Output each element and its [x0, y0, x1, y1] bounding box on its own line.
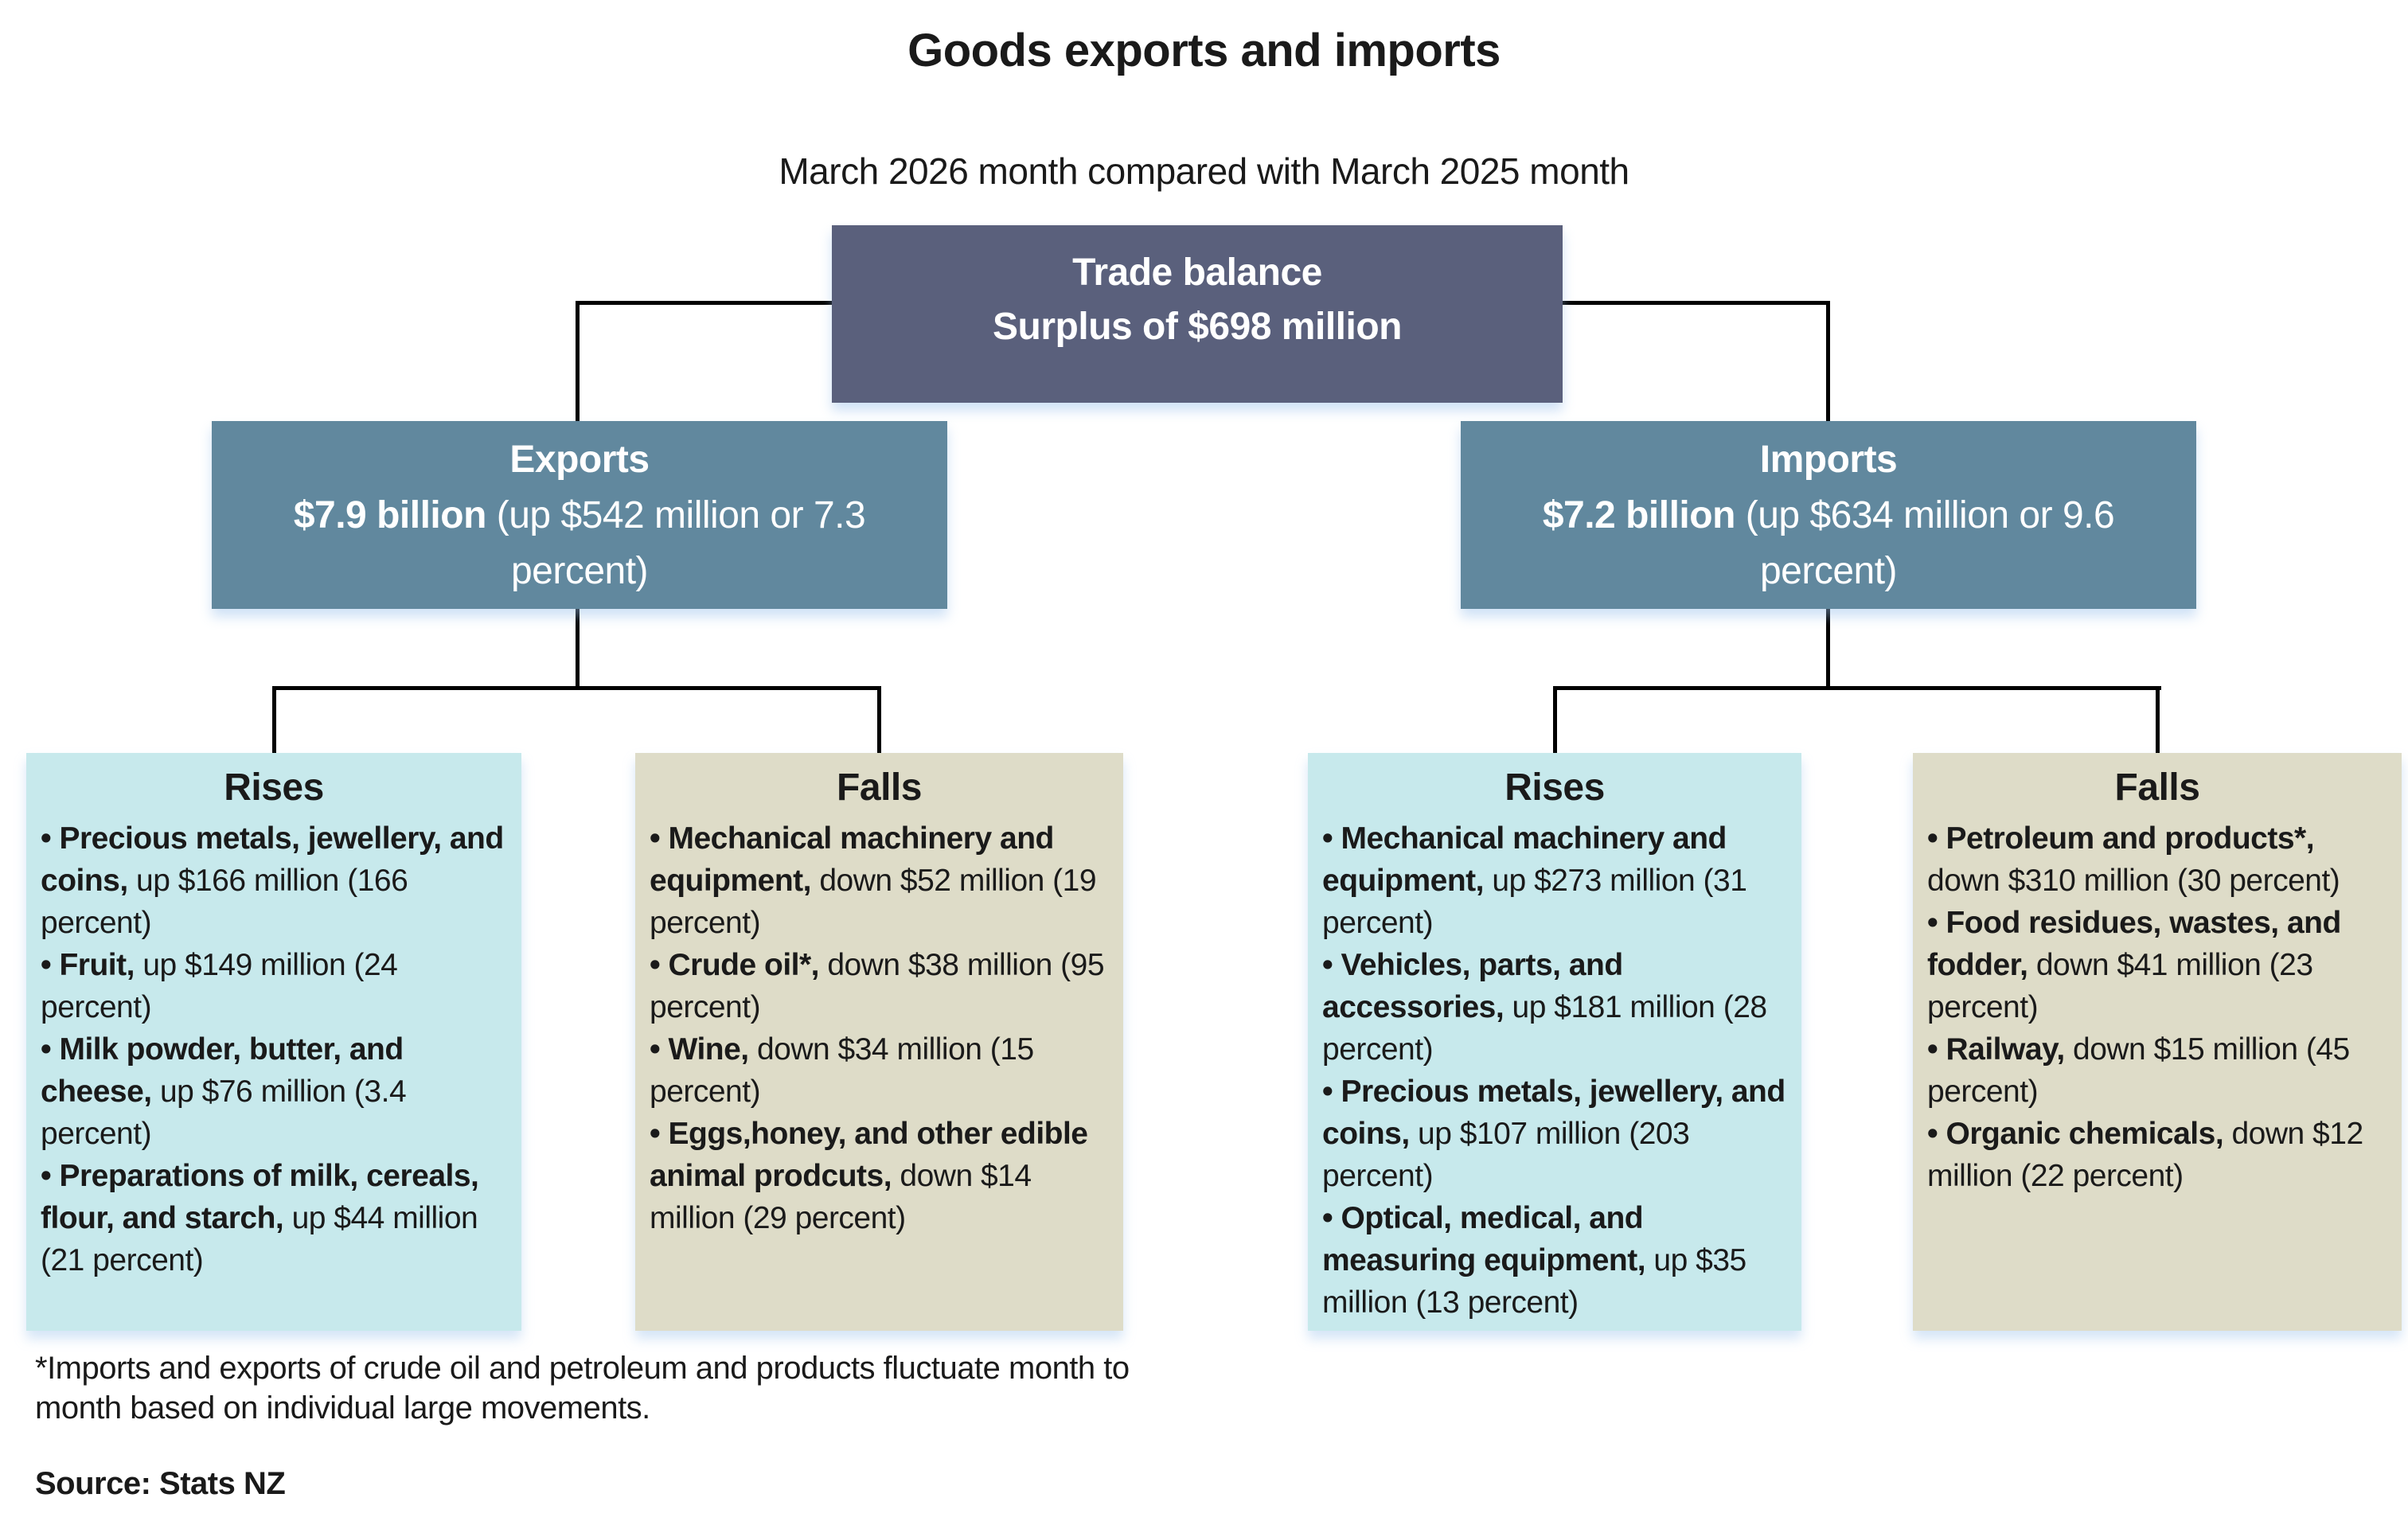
connector-imports-split	[1553, 686, 2161, 690]
exports-rises-node: Rises • Precious metals, jewellery, and …	[26, 753, 521, 1331]
exports-detail: $7.9 billion (up $542 million or 7.3 per…	[212, 488, 947, 599]
item-name: • Optical, medical, and measuring equipm…	[1322, 1201, 1646, 1277]
imports-falls-list: • Petroleum and products*, down $310 mil…	[1927, 817, 2387, 1197]
imports-amount: $7.2 billion	[1542, 494, 1736, 536]
list-item: • Precious metals, jewellery, and coins,…	[1322, 1071, 1787, 1197]
exports-falls-node: Falls • Mechanical machinery and equipme…	[635, 753, 1123, 1331]
item-name: • Wine,	[650, 1032, 749, 1067]
source-credit: Source: Stats NZ	[35, 1466, 286, 1501]
imports-falls-node: Falls • Petroleum and products*, down $3…	[1913, 753, 2402, 1331]
connector-exports-drop	[576, 301, 580, 421]
item-name: • Precious metals, jewellery, and coins,	[1322, 1075, 1786, 1151]
item-detail: down $15 million (45 percent)	[1927, 1032, 2350, 1109]
trade-balance-value: Surplus of $698 million	[993, 306, 1402, 348]
item-name: • Eggs,honey, and other edible animal pr…	[650, 1117, 1088, 1193]
item-name: • Mechanical machinery and equipment,	[650, 821, 1054, 898]
exports-amount: $7.9 billion	[293, 494, 487, 536]
item-name: • Fruit,	[41, 948, 135, 982]
imports-change: (up $634 million or 9.6 percent)	[1735, 494, 2115, 592]
list-item: • Optical, medical, and measuring equipm…	[1322, 1197, 1787, 1324]
item-name: • Preparations of milk, cereals, flour, …	[41, 1159, 479, 1235]
imports-falls-header: Falls	[2114, 766, 2200, 809]
list-item: • Mechanical machinery and equipment, do…	[650, 817, 1109, 944]
trade-balance-title: Trade balance	[1072, 252, 1322, 294]
imports-rises-list: • Mechanical machinery and equipment, up…	[1322, 817, 1787, 1324]
item-name: • Food residues, wastes, and fodder,	[1927, 906, 2341, 982]
list-item: • Food residues, wastes, and fodder, dow…	[1927, 902, 2387, 1028]
item-name: • Mechanical machinery and equipment,	[1322, 821, 1727, 898]
imports-rises-node: Rises • Mechanical machinery and equipme…	[1308, 753, 1801, 1331]
item-name: • Railway,	[1927, 1032, 2065, 1067]
trade-balance-node: Trade balance Surplus of $698 million	[832, 225, 1563, 403]
imports-node: Imports $7.2 billion (up $634 million or…	[1461, 421, 2196, 609]
imports-title: Imports	[1759, 439, 1898, 481]
connector-imports-stem	[1826, 609, 1830, 688]
list-item: • Precious metals, jewellery, and coins,…	[41, 817, 507, 944]
item-detail: up $181 million (28 percent)	[1322, 990, 1767, 1067]
item-detail: down $38 million (95 percent)	[650, 948, 1105, 1024]
list-item: • Milk powder, butter, and cheese, up $7…	[41, 1028, 507, 1155]
exports-change: (up $542 million or 7.3 percent)	[486, 494, 866, 592]
list-item: • Eggs,honey, and other edible animal pr…	[650, 1113, 1109, 1239]
exports-rises-header: Rises	[224, 766, 324, 809]
item-detail: up $76 million (3.4 percent)	[41, 1075, 407, 1151]
item-name: • Precious metals, jewellery, and coins,	[41, 821, 504, 898]
imports-rises-header: Rises	[1505, 766, 1605, 809]
exports-rises-list: • Precious metals, jewellery, and coins,…	[41, 817, 507, 1281]
list-item: • Preparations of milk, cereals, flour, …	[41, 1155, 507, 1281]
connector-imports-rises-drop	[1553, 686, 1557, 753]
connector-root-to-exports-horizontal	[577, 301, 833, 305]
item-detail: down $310 million (30 percent)	[1927, 864, 2340, 898]
item-detail: up $35 million (13 percent)	[1322, 1243, 1746, 1320]
page-title: Goods exports and imports	[907, 25, 1501, 76]
exports-falls-list: • Mechanical machinery and equipment, do…	[650, 817, 1109, 1239]
list-item: • Crude oil*, down $38 million (95 perce…	[650, 944, 1109, 1028]
connector-exports-falls-drop	[877, 686, 881, 753]
connector-imports-drop	[1826, 301, 1830, 421]
exports-title: Exports	[509, 439, 650, 481]
item-name: • Organic chemicals,	[1927, 1117, 2224, 1151]
item-detail: down $41 million (23 percent)	[1927, 948, 2313, 1024]
list-item: • Fruit, up $149 million (24 percent)	[41, 944, 507, 1028]
page-subtitle: March 2026 month compared with March 202…	[779, 150, 1629, 192]
item-detail: down $14 million (29 percent)	[650, 1159, 1032, 1235]
item-detail: up $107 million (203 percent)	[1322, 1117, 1690, 1193]
item-detail: down $12 million (22 percent)	[1927, 1117, 2363, 1193]
list-item: • Railway, down $15 million (45 percent)	[1927, 1028, 2387, 1113]
connector-root-to-imports-horizontal	[1561, 301, 1828, 305]
item-name: • Crude oil*,	[650, 948, 820, 982]
connector-exports-stem	[576, 609, 580, 688]
connector-imports-falls-drop	[2156, 686, 2160, 753]
item-detail: up $44 million (21 percent)	[41, 1201, 478, 1277]
exports-node: Exports $7.9 billion (up $542 million or…	[212, 421, 947, 609]
exports-falls-header: Falls	[837, 766, 922, 809]
list-item: • Petroleum and products*, down $310 mil…	[1927, 817, 2387, 902]
list-item: • Mechanical machinery and equipment, up…	[1322, 817, 1787, 944]
item-name: • Vehicles, parts, and accessories,	[1322, 948, 1623, 1024]
list-item: • Vehicles, parts, and accessories, up $…	[1322, 944, 1787, 1071]
connector-exports-rises-drop	[272, 686, 276, 753]
item-detail: up $273 million (31 percent)	[1322, 864, 1747, 940]
item-detail: up $166 million (166 percent)	[41, 864, 408, 940]
footnote: *Imports and exports of crude oil and pe…	[35, 1351, 1130, 1426]
list-item: • Organic chemicals, down $12 million (2…	[1927, 1113, 2387, 1197]
item-detail: down $34 million (15 percent)	[650, 1032, 1034, 1109]
item-name: • Milk powder, butter, and cheese,	[41, 1032, 404, 1109]
imports-detail: $7.2 billion (up $634 million or 9.6 per…	[1461, 488, 2196, 599]
item-detail: up $149 million (24 percent)	[41, 948, 398, 1024]
item-detail: down $52 million (19 percent)	[650, 864, 1097, 940]
connector-exports-split	[272, 686, 881, 690]
list-item: • Wine, down $34 million (15 percent)	[650, 1028, 1109, 1113]
item-name: • Petroleum and products*,	[1927, 821, 2315, 856]
